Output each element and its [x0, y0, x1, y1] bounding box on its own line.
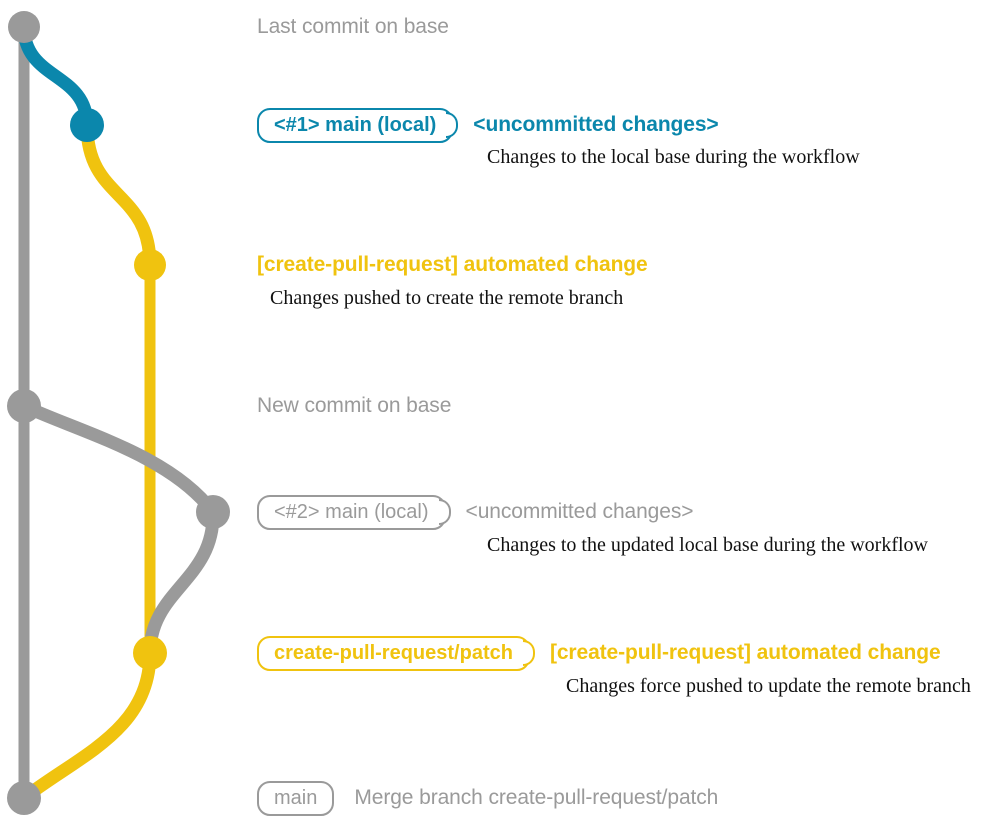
- ref-badge-create-pull-request-patch[interactable]: create-pull-request/patch: [257, 635, 535, 671]
- commit-node-patch-2[interactable]: [133, 636, 167, 670]
- commit-note: Changes to the local base during the wor…: [487, 146, 860, 168]
- commit-node-base-old[interactable]: [8, 11, 40, 43]
- commit-row-new-commit-on-base: New commit on base: [257, 389, 451, 423]
- commit-subject: [create-pull-request] automated change: [257, 253, 648, 276]
- commit-node-patch-1[interactable]: [134, 249, 166, 281]
- commit-subject: <uncommitted changes>: [465, 500, 694, 523]
- commit-node-base-new[interactable]: [7, 389, 41, 423]
- commit-subject: New commit on base: [257, 394, 452, 417]
- commit-note: Changes pushed to create the remote bran…: [270, 287, 624, 309]
- commit-subject: <uncommitted changes>: [473, 113, 719, 136]
- edge-patch-2-to-merge: [17, 646, 157, 805]
- commit-node-local-2[interactable]: [196, 495, 230, 529]
- commit-subject: Last commit on base: [257, 15, 449, 38]
- commit-row-merge: main Merge branch create-pull-request/pa…: [257, 780, 719, 816]
- commit-row-local-2: <#2> main (local) <uncommitted changes>: [257, 494, 694, 530]
- commit-row-patch-2: create-pull-request/patch [create-pull-r…: [257, 635, 941, 671]
- commit-subject: [create-pull-request] automated change: [549, 641, 941, 664]
- commit-note: Changes force pushed to update the remot…: [566, 675, 971, 697]
- edge-local-1-to-patch-1: [80, 118, 157, 272]
- edge-local-2-to-patch-2: [143, 505, 220, 660]
- ref-badge-main[interactable]: main: [257, 780, 335, 816]
- commit-row-patch-1: [create-pull-request] automated change: [257, 248, 648, 282]
- ref-badge-main-local-2[interactable]: <#2> main (local): [257, 494, 451, 530]
- edge-base-to-local-1: [17, 20, 94, 132]
- commit-node-merge[interactable]: [7, 781, 41, 815]
- commit-node-local-1[interactable]: [70, 108, 104, 142]
- commit-row-last-commit-on-base: Last commit on base: [257, 10, 449, 44]
- commit-note: Changes to the updated local base during…: [487, 534, 928, 556]
- commit-subject: Merge branch create-pull-request/patch: [354, 786, 719, 809]
- edge-base-new-to-local-2: [17, 399, 220, 519]
- commit-row-local-1: <#1> main (local) <uncommitted changes>: [257, 107, 719, 143]
- ref-badge-main-local-1[interactable]: <#1> main (local): [257, 107, 459, 143]
